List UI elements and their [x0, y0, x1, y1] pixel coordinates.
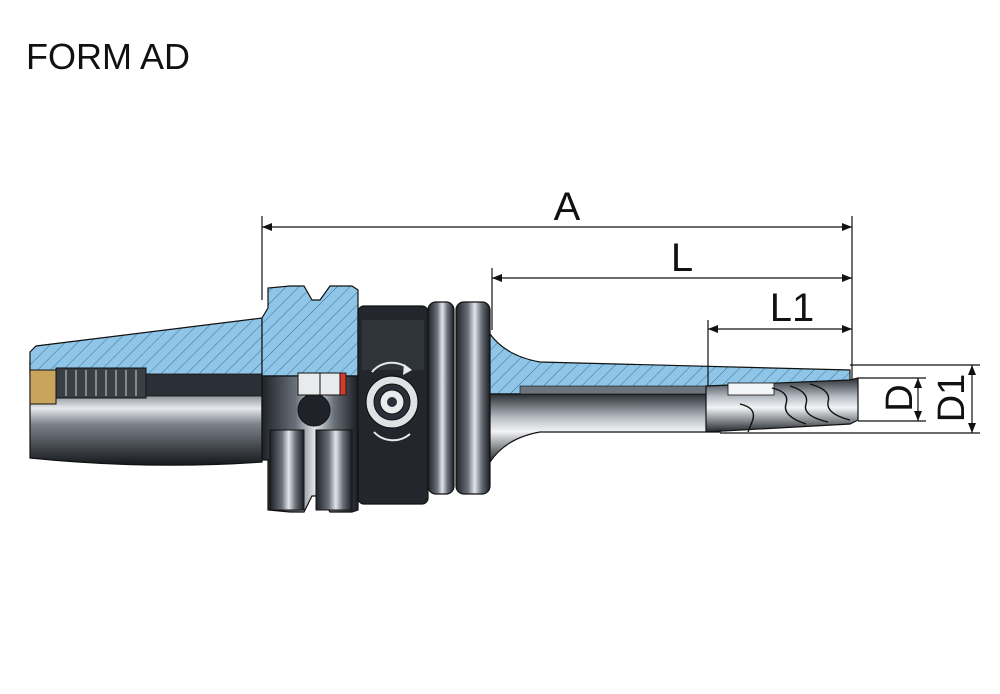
coolant-screw	[297, 372, 341, 396]
flange-section-upper	[261, 285, 359, 377]
retention-thread	[55, 367, 147, 399]
taper-section-upper	[29, 317, 263, 377]
flange-bore-circle	[297, 393, 331, 427]
form-title: FORM AD	[26, 36, 191, 77]
extension-neck-lower	[489, 393, 721, 464]
dim-label-l1: L1	[770, 286, 815, 330]
inner-bore-neck	[519, 385, 721, 395]
clamp-screw-hex	[387, 397, 397, 407]
nut-ring-2	[455, 301, 491, 495]
retention-knob	[29, 369, 57, 405]
dimension-lines	[261, 216, 980, 434]
end-mill-shank-white	[727, 382, 775, 396]
dim-label-a: A	[554, 185, 581, 229]
dim-label-d: D	[879, 384, 921, 411]
red-seal	[339, 372, 347, 396]
dim-label-d1: D1	[931, 374, 973, 423]
drive-slot	[269, 429, 305, 511]
dim-label-l: L	[671, 236, 693, 280]
inner-bore	[145, 373, 263, 397]
drive-slot-2	[315, 429, 353, 511]
thread-teeth	[65, 370, 137, 396]
flute-lines	[739, 383, 851, 433]
nut-ring-1	[427, 301, 455, 495]
